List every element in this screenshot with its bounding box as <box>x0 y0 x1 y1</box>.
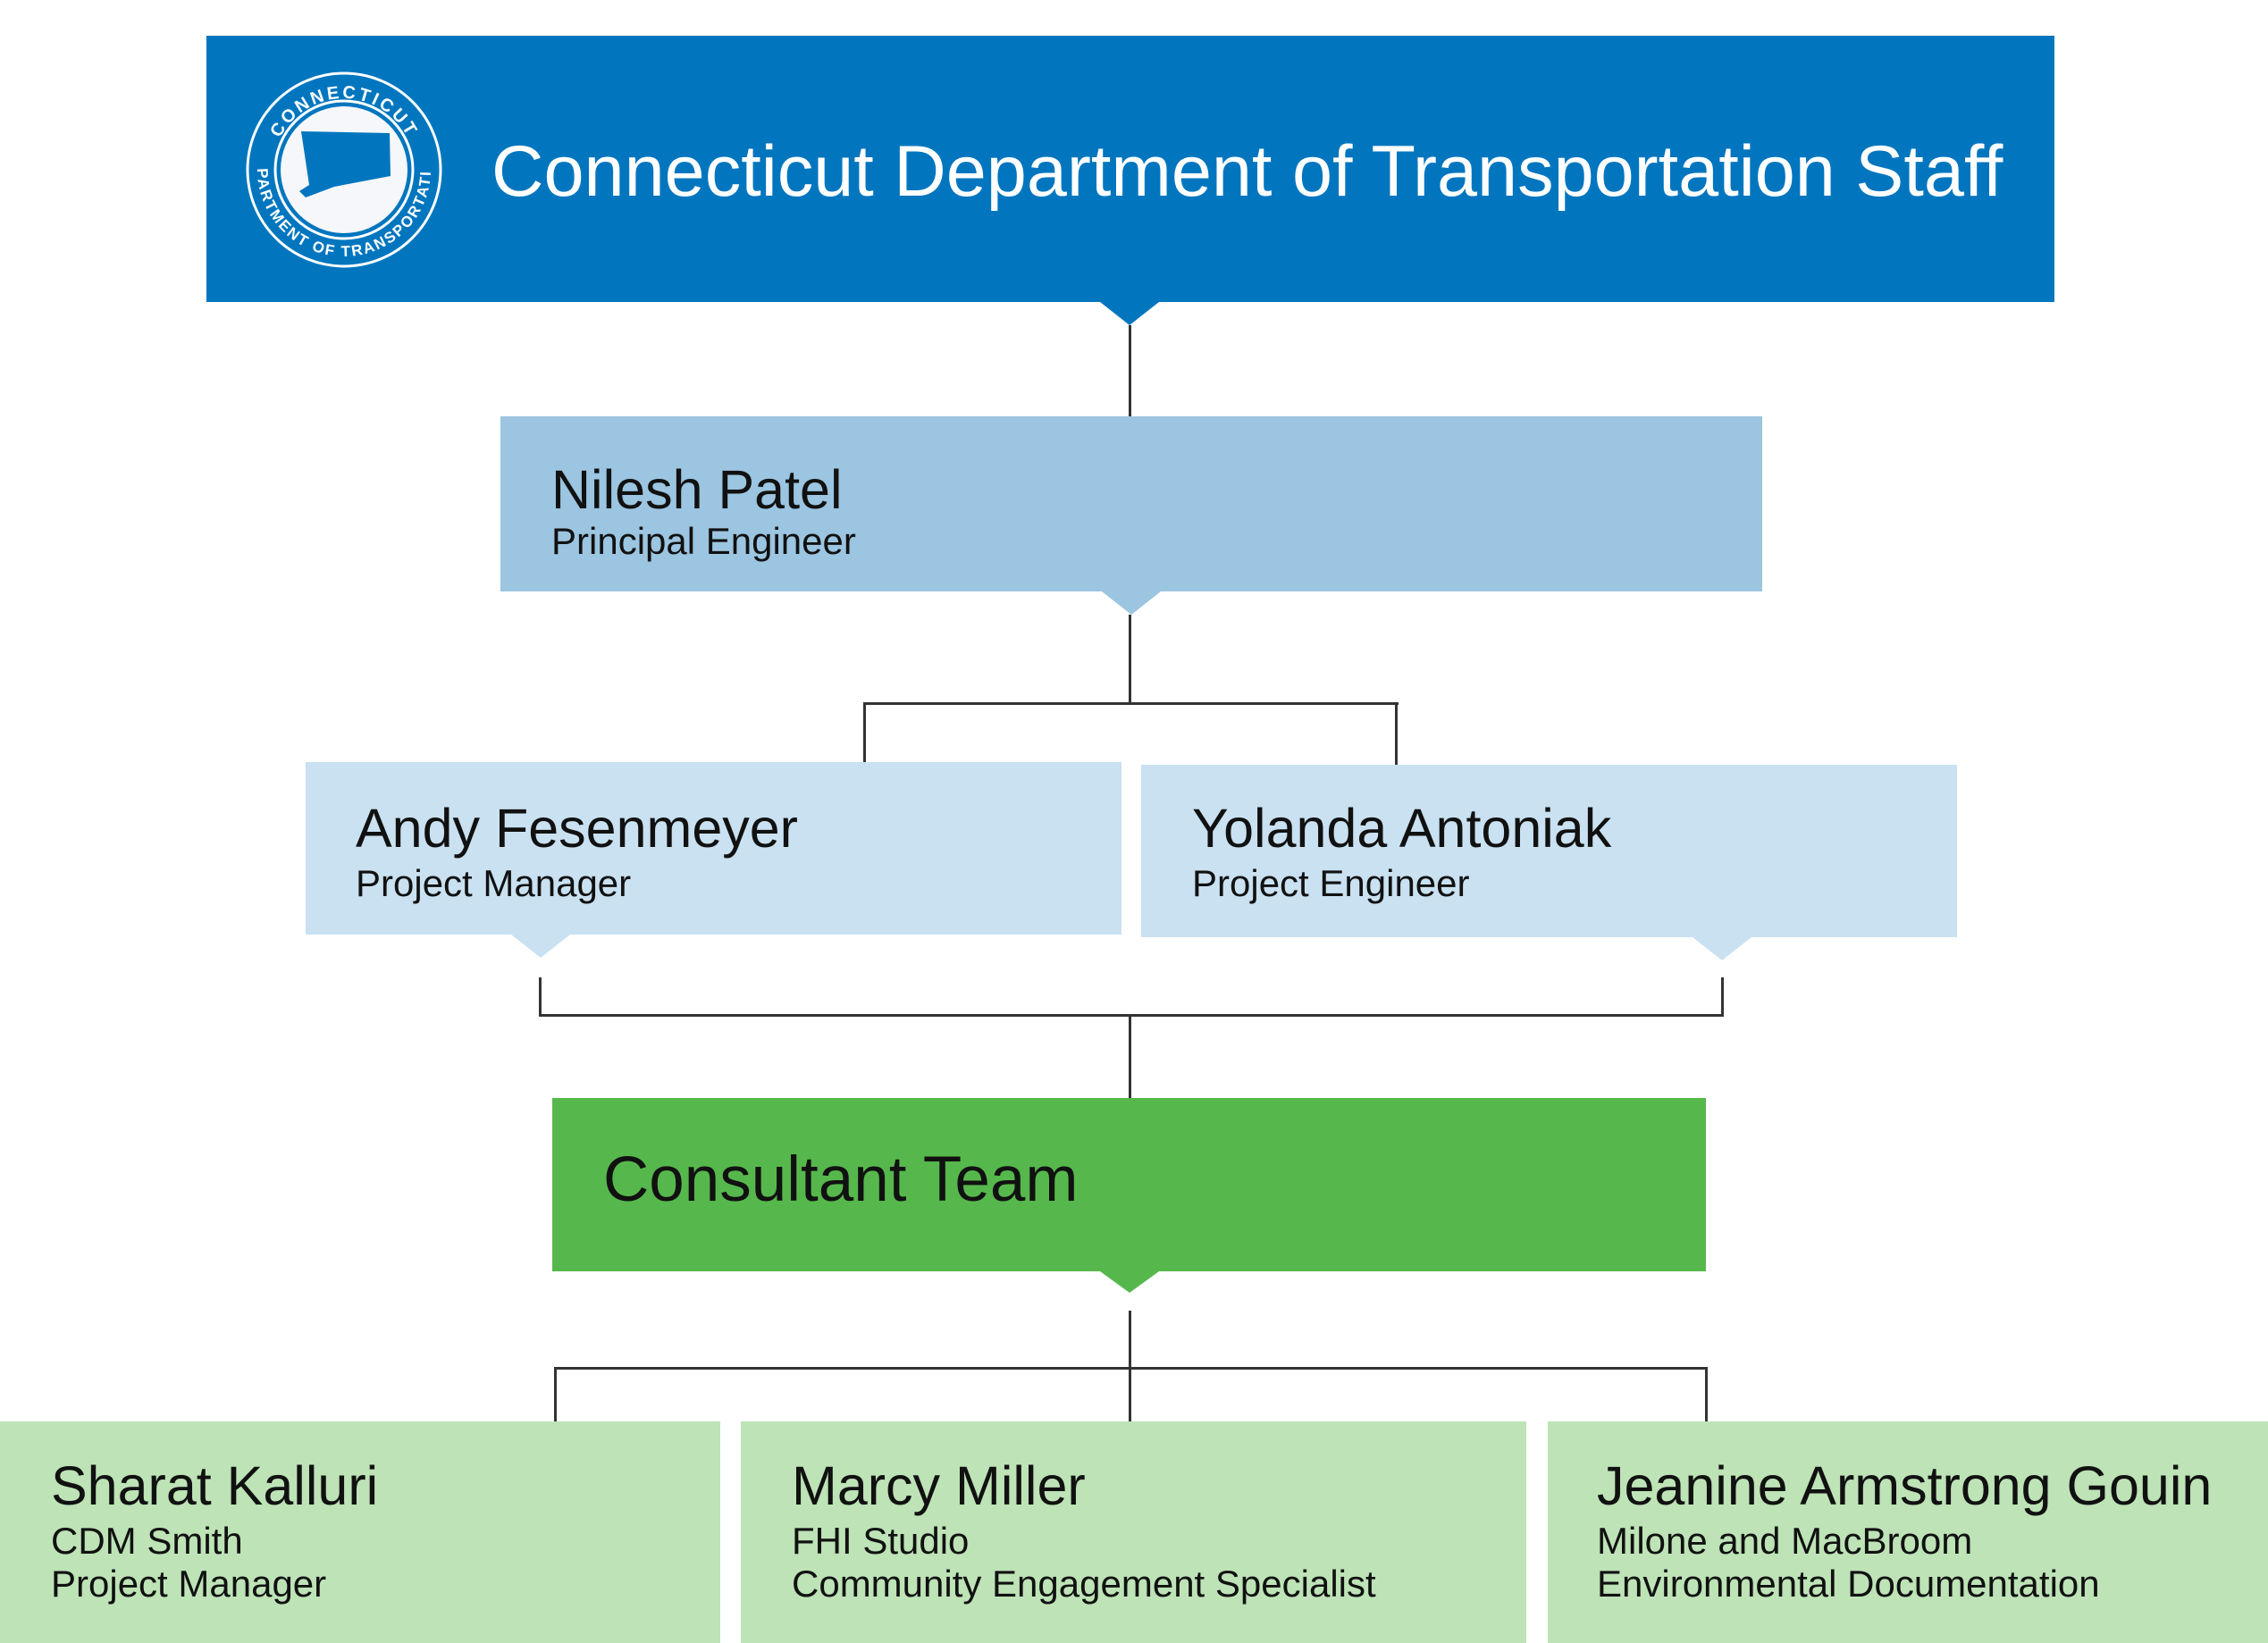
header-notch <box>1100 302 1159 325</box>
consultant-role: Project Manager <box>51 1563 327 1605</box>
consultant-role: Community Engagement Specialist <box>792 1563 1376 1605</box>
consultant-team-box: Consultant Team <box>552 1098 1706 1271</box>
consultant-box: Sharat Kalluri CDM Smith Project Manager <box>0 1421 720 1643</box>
connector-line <box>1129 325 1131 416</box>
header-box: CONNECTICUT DEPARTMENT OF TRANSPORTATION… <box>206 36 2054 302</box>
manager-name: Yolanda Antoniak <box>1192 798 1612 859</box>
consultant-name: Sharat Kalluri <box>51 1455 379 1516</box>
connector-line <box>554 1367 557 1421</box>
principal-notch <box>1102 591 1161 615</box>
manager-notch <box>1693 937 1751 960</box>
connector-line <box>555 1367 1708 1370</box>
connector-line <box>1721 977 1724 1017</box>
consultant-box: Marcy Miller FHI Studio Community Engage… <box>741 1421 1526 1643</box>
consultant-firm: CDM Smith <box>51 1520 243 1562</box>
consultant-name: Marcy Miller <box>792 1455 1086 1516</box>
consultant-box: Jeanine Armstrong Gouin Milone and MacBr… <box>1548 1421 2268 1643</box>
connecticut-state-seal-icon: CONNECTICUT DEPARTMENT OF TRANSPORTATION <box>245 71 442 268</box>
principal-box: Nilesh Patel Principal Engineer <box>500 416 1762 591</box>
manager-role: Project Manager <box>356 862 632 904</box>
principal-role: Principal Engineer <box>551 520 856 562</box>
connector-line <box>1129 1014 1131 1098</box>
consultant-team-notch <box>1100 1271 1159 1293</box>
manager-role: Project Engineer <box>1192 862 1470 904</box>
connector-line <box>1129 615 1131 704</box>
manager-box-yolanda: Yolanda Antoniak Project Engineer <box>1141 765 1957 937</box>
principal-name: Nilesh Patel <box>551 459 843 520</box>
connector-line <box>539 977 542 1017</box>
connector-line <box>1705 1367 1708 1421</box>
connector-line <box>1395 702 1398 765</box>
connector-line <box>864 702 1399 705</box>
connector-line <box>863 702 866 762</box>
consultant-role: Environmental Documentation <box>1597 1563 2100 1605</box>
manager-box-andy: Andy Fesenmeyer Project Manager <box>306 762 1121 935</box>
connector-line <box>539 1014 1724 1017</box>
consultant-firm: FHI Studio <box>792 1520 970 1562</box>
consultant-team-title: Consultant Team <box>603 1144 1079 1215</box>
consultant-name: Jeanine Armstrong Gouin <box>1597 1455 2213 1516</box>
manager-name: Andy Fesenmeyer <box>356 798 798 859</box>
manager-notch <box>511 935 570 958</box>
connector-line <box>1129 1311 1131 1421</box>
consultant-firm: Milone and MacBroom <box>1597 1520 1973 1562</box>
header-title: Connecticut Department of Transportation… <box>491 131 2003 212</box>
